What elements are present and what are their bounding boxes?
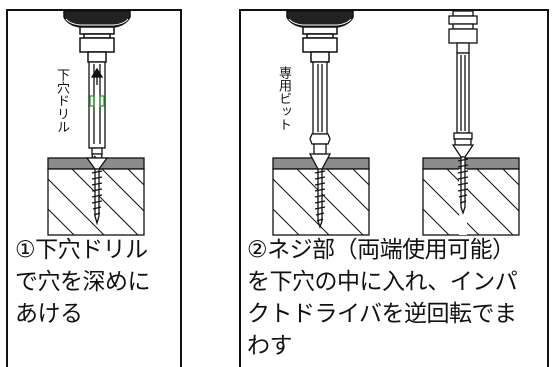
step2-panel: 専用ビット ②ネジ部（両端使用可能） を下穴の中に入れ、インパ クトドライバを逆…	[239, 9, 549, 367]
screw-icon	[308, 153, 332, 230]
wood-block-left	[272, 153, 370, 236]
step1-caption: ①下穴ドリル で穴を深めに あける	[15, 237, 151, 327]
wood-block-right	[422, 144, 520, 236]
step2-caption: ②ネジ部（両端使用可能） を下穴の中に入れ、インパ クトドライバを逆回転でま わ…	[247, 237, 518, 359]
bit-holder-icon	[448, 11, 478, 146]
step1-panel: 下穴ドリル ①下穴ドリル で穴を深めに あける	[6, 9, 182, 367]
wood-block	[47, 157, 145, 236]
screw-icon	[451, 144, 475, 216]
drill-bit-icon	[88, 61, 106, 169]
screw-icon	[85, 157, 109, 226]
drill-chuck-icon	[63, 11, 131, 63]
drill-chuck-icon	[286, 11, 354, 63]
step2-illustration	[272, 11, 520, 236]
special-bit-icon	[309, 61, 331, 155]
step1-illustration	[47, 11, 145, 236]
drill-bit-label: 下穴ドリル	[54, 68, 69, 133]
special-bit-label: 専用ビット	[276, 66, 291, 131]
